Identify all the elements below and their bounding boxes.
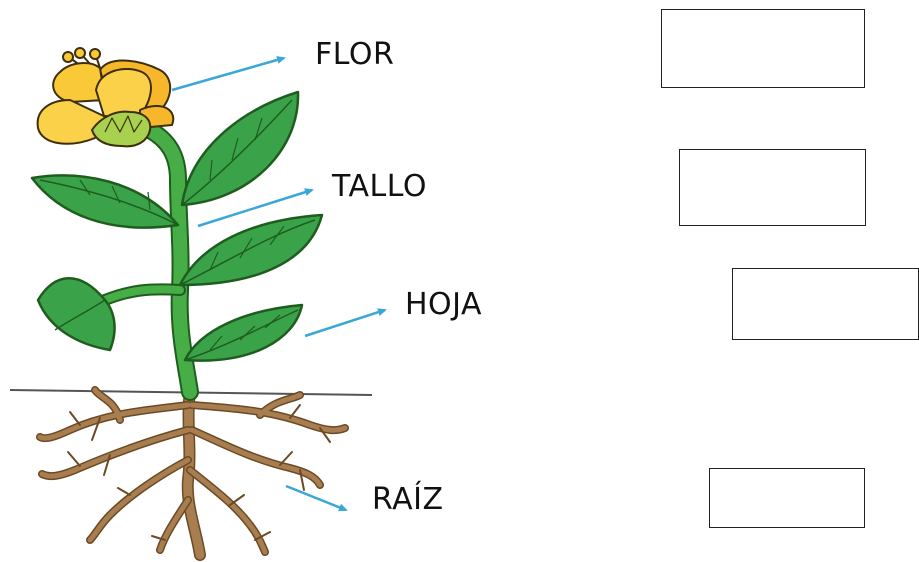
label-flor: FLOR [315, 40, 394, 70]
label-tallo: TALLO [332, 172, 427, 202]
answer-box-1[interactable] [661, 9, 865, 88]
arrow-icon [286, 486, 346, 510]
arrow-icon [305, 310, 385, 336]
label-raiz: RAÍZ [372, 485, 444, 515]
answer-box-2[interactable] [679, 149, 866, 226]
arrow-icon [172, 58, 284, 90]
stem [105, 130, 190, 392]
root-system [40, 390, 345, 555]
answer-box-4[interactable] [709, 468, 865, 528]
label-hoja: HOJA [405, 290, 482, 320]
answer-box-3[interactable] [732, 268, 919, 340]
